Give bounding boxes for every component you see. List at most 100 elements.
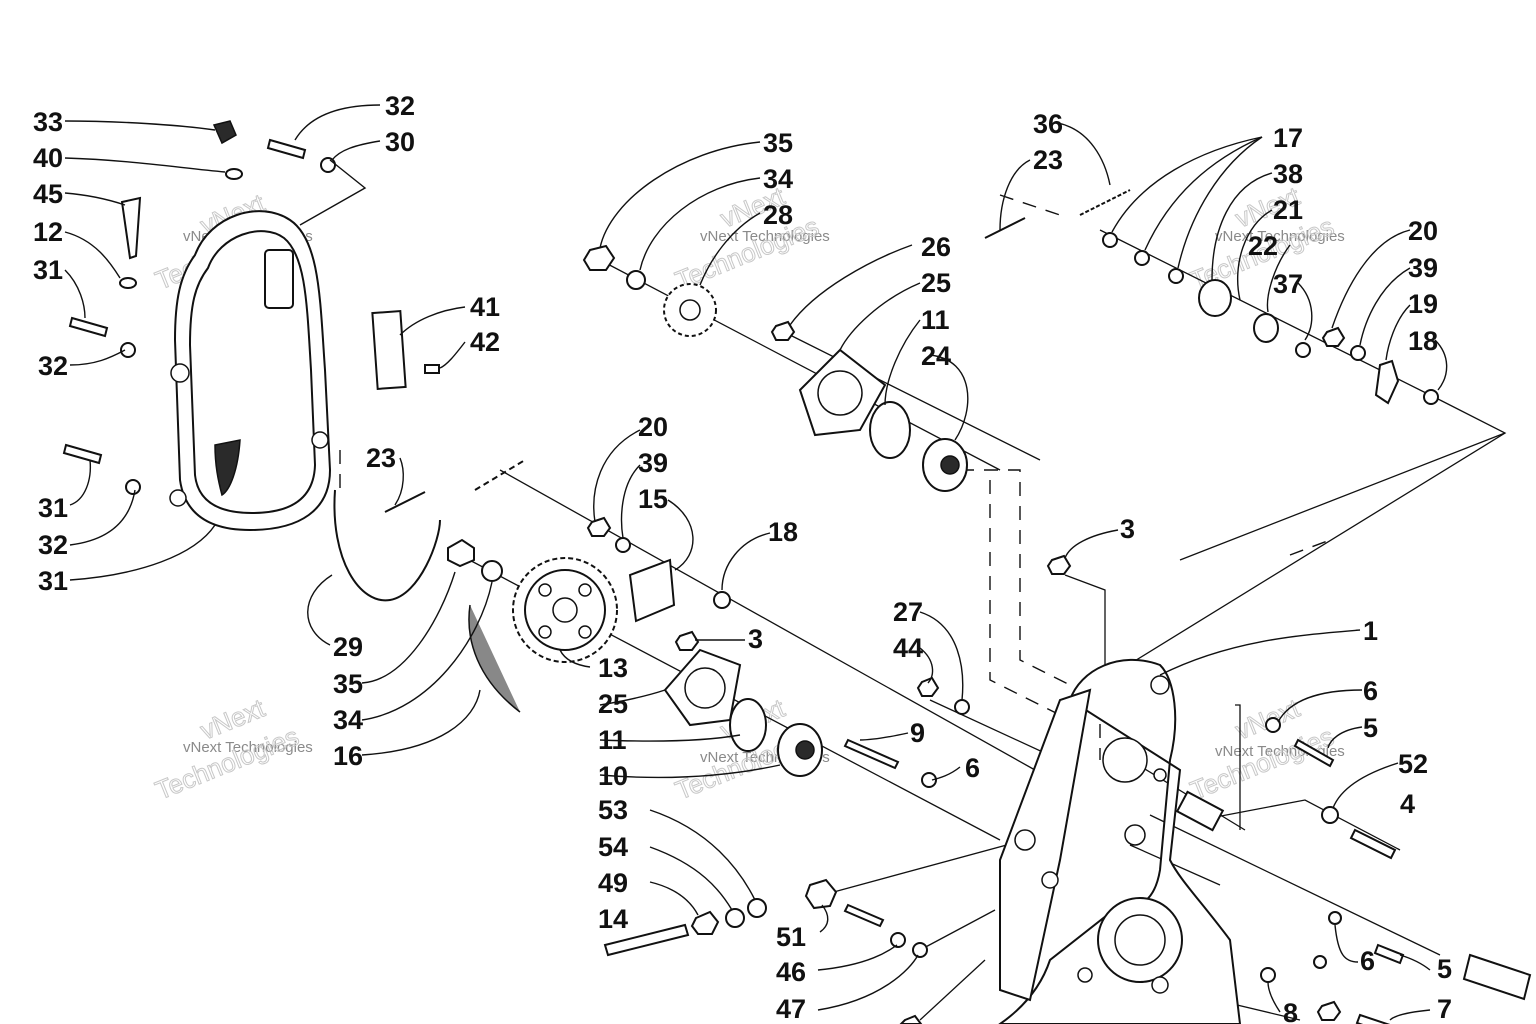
callout-5: 5: [1437, 954, 1452, 984]
callout-11: 11: [921, 305, 950, 335]
callout-18: 18: [1408, 326, 1438, 356]
callout-26: 26: [921, 232, 951, 262]
callout-53: 53: [598, 795, 628, 825]
seal-dashed-path: [989, 480, 1071, 721]
right-hardware: [916, 554, 1532, 1024]
cotter-pin-23-lower: [384, 491, 426, 513]
bearing-dashed-path: [960, 469, 1101, 701]
screw-42: [424, 364, 440, 374]
callout-33: 33: [33, 107, 63, 137]
return-dashed-path: [1289, 539, 1331, 556]
bolt-4: [1349, 828, 1397, 860]
callout-38: 38: [1273, 159, 1303, 189]
o-ring: [225, 168, 243, 180]
bracket-15: [628, 558, 676, 623]
bolt-14: [603, 923, 690, 957]
shaft-stub: [1175, 790, 1225, 832]
lower-shaft-axis: [1149, 814, 1441, 956]
callout-18: 18: [768, 517, 798, 547]
callout-27: 27: [893, 597, 923, 627]
nut-49: [690, 910, 720, 935]
callout-15: 15: [638, 484, 668, 514]
retainer-ring-11-upper: [869, 401, 911, 459]
callout-16: 16: [333, 741, 363, 771]
callout-31: 31: [38, 493, 68, 523]
cotter-pin-23-upper: [984, 217, 1026, 239]
callout-23: 23: [366, 443, 396, 473]
washer-53: [747, 898, 767, 918]
nut-26: [770, 320, 796, 341]
callout-39: 39: [638, 448, 668, 478]
bolt-axis: [929, 699, 1061, 761]
bolt-5-lower: [1373, 943, 1405, 965]
callout-29: 29: [333, 632, 363, 662]
washer-6-mid: [921, 772, 937, 788]
lower-sprocket-group: [384, 459, 937, 788]
watermark-text: vNext Technologies: [183, 739, 313, 756]
washer-54: [725, 908, 745, 928]
washer-27: [954, 699, 970, 715]
lock-washer: [125, 479, 141, 495]
callout-23: 23: [1033, 145, 1063, 175]
nut-3-lower: [674, 630, 700, 651]
bolt-7: [1355, 1013, 1391, 1024]
washer-17b: [1134, 250, 1150, 266]
callout-11: 11: [598, 725, 627, 755]
nut-3-upper: [1046, 554, 1072, 575]
callout-25: 25: [921, 268, 951, 298]
cap-screw: [68, 316, 109, 338]
nut-51: [804, 878, 838, 910]
spacer-18-lower: [713, 591, 731, 609]
nut-35-upper: [582, 244, 616, 271]
washer-46: [890, 932, 906, 948]
upper-shaft-axis: [599, 259, 1001, 471]
callout-52: 52: [1398, 749, 1428, 779]
callout-31: 32: [385, 91, 415, 121]
callout-19: 19: [1408, 289, 1438, 319]
callout-35: 35: [333, 669, 363, 699]
lock-washer: [320, 157, 336, 173]
tensioner-arm-19: [1374, 359, 1400, 405]
callout-25: 25: [598, 689, 628, 719]
assembly-axis-lines: [459, 229, 1507, 1021]
callout-34: 34: [333, 705, 363, 735]
callout-9: 9: [910, 718, 925, 748]
washer-39-lower: [615, 537, 631, 553]
washer-34-upper: [626, 270, 646, 290]
callout-42: 42: [470, 327, 500, 357]
chain-guide: [333, 489, 441, 602]
callout-44: 44: [893, 633, 923, 663]
bolt-hole-axis: [1129, 844, 1221, 886]
callout-51: 51: [776, 922, 806, 952]
cover-hardware: [62, 120, 440, 495]
chaincase-housing: [998, 659, 1242, 1024]
callout-4: 4: [1400, 789, 1415, 819]
callout-46: 46: [776, 957, 806, 987]
washer-6-bottom: [1313, 955, 1327, 969]
chaincase-cover: [169, 210, 332, 532]
shaft-axis: [499, 469, 1036, 771]
shim-plate: [371, 310, 407, 390]
callout-32: 30: [385, 127, 415, 157]
callout-13: 13: [598, 653, 628, 683]
chain-parts: [333, 489, 521, 713]
nut-20-lower: [586, 516, 612, 537]
upper-sprocket-group: [582, 244, 968, 492]
spring-dashed-path: [999, 194, 1061, 216]
washer47-axis: [919, 909, 996, 951]
callout-5: 5: [1363, 713, 1378, 743]
callout-3: 3: [748, 624, 763, 654]
callout-7: 7: [1437, 994, 1452, 1024]
callout-22: 22: [1248, 231, 1278, 261]
retainer-ring-11-lower: [729, 698, 767, 752]
tensioner-group: [984, 189, 1439, 405]
cap-screw: [266, 138, 307, 160]
callout-6: 6: [1363, 676, 1378, 706]
callout-32: 32: [38, 351, 68, 381]
leader-lines: [64, 104, 1448, 1021]
callout-49: 49: [598, 868, 628, 898]
washer-17c: [1168, 268, 1184, 284]
bearing-axis: [779, 329, 1041, 461]
bolt-46: [843, 903, 885, 928]
